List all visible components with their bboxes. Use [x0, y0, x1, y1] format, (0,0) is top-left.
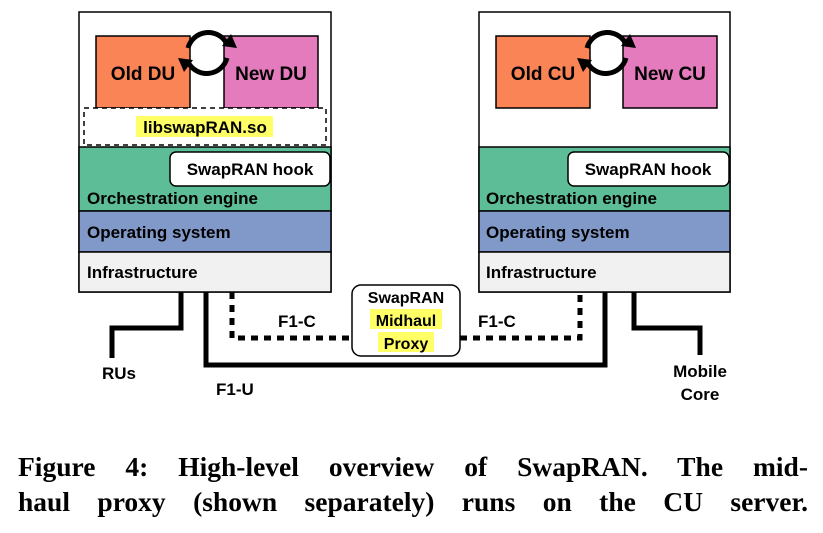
- proxy-line2: Midhaul: [376, 313, 436, 330]
- cu-swapran-hook-label: SwapRAN hook: [585, 160, 712, 179]
- old-cu-label: Old CU: [511, 64, 575, 85]
- new-cu-box: [622, 35, 718, 109]
- midhaul-proxy: SwapRAN Midhaul Proxy: [351, 284, 461, 357]
- cu-server: Old CU New CU SwapRAN hook Orchestration…: [478, 11, 731, 293]
- du-server: Old DU New DU libswapRAN.so SwapRAN hook…: [78, 11, 332, 293]
- old-du-box: [95, 35, 191, 109]
- du-swapran-hook-box: [169, 151, 331, 187]
- proxy-line3: Proxy: [384, 336, 429, 353]
- swap-cycle-icon: [178, 30, 237, 76]
- new-du-box: [223, 35, 319, 109]
- du-os-label: Operating system: [87, 223, 231, 242]
- du-infrastructure-label: Infrastructure: [87, 263, 198, 282]
- cu-os-layer: [478, 210, 731, 253]
- cu-swapran-hook-box: [567, 151, 730, 187]
- du-swapran-hook-label: SwapRAN hook: [187, 160, 314, 179]
- proxy-highlight: [378, 332, 434, 352]
- f1c-link-left: [229, 292, 352, 341]
- proxy-line1: SwapRAN: [368, 290, 444, 307]
- old-du-label: Old DU: [111, 64, 175, 85]
- old-cu-box: [495, 35, 591, 109]
- rus-label: RUs: [102, 364, 136, 383]
- f1u-link: [203, 292, 608, 368]
- mobile-core-link: [631, 292, 703, 355]
- cu-os-label: Operating system: [486, 223, 630, 242]
- f1c-left-label: F1-C: [278, 312, 316, 331]
- du-infrastructure-layer: [78, 251, 332, 293]
- cu-infrastructure-label: Infrastructure: [486, 263, 597, 282]
- new-du-label: New DU: [235, 64, 307, 85]
- figure-caption: Figure 4: High-level overview of SwapRAN…: [0, 449, 823, 519]
- mobile-core-label-line1: Mobile: [673, 362, 727, 381]
- f1c-right-label: F1-C: [478, 312, 516, 331]
- caption-line-1: Figure 4: High-level overview of SwapRAN…: [18, 451, 808, 482]
- cu-orchestration-label: Orchestration engine: [486, 189, 657, 208]
- cu-infrastructure-layer: [478, 251, 731, 293]
- f1u-label: F1-U: [216, 380, 254, 399]
- du-orchestration-label: Orchestration engine: [87, 189, 258, 208]
- swapran-architecture-diagram: Old DU New DU libswapRAN.so SwapRAN hook…: [78, 11, 731, 404]
- libswapran-label: libswapRAN.so: [143, 118, 267, 137]
- f1c-link-right: [460, 292, 583, 341]
- rus-link: [109, 292, 184, 358]
- new-cu-label: New CU: [634, 64, 706, 85]
- libswapran-highlight: [136, 116, 273, 137]
- swap-cycle-icon: [577, 30, 636, 76]
- du-os-layer: [78, 210, 332, 253]
- midhaul-highlight: [370, 309, 442, 329]
- caption-line-2: haul proxy (shown separately) runs on th…: [18, 486, 808, 517]
- mobile-core-label-line2: Core: [681, 385, 720, 404]
